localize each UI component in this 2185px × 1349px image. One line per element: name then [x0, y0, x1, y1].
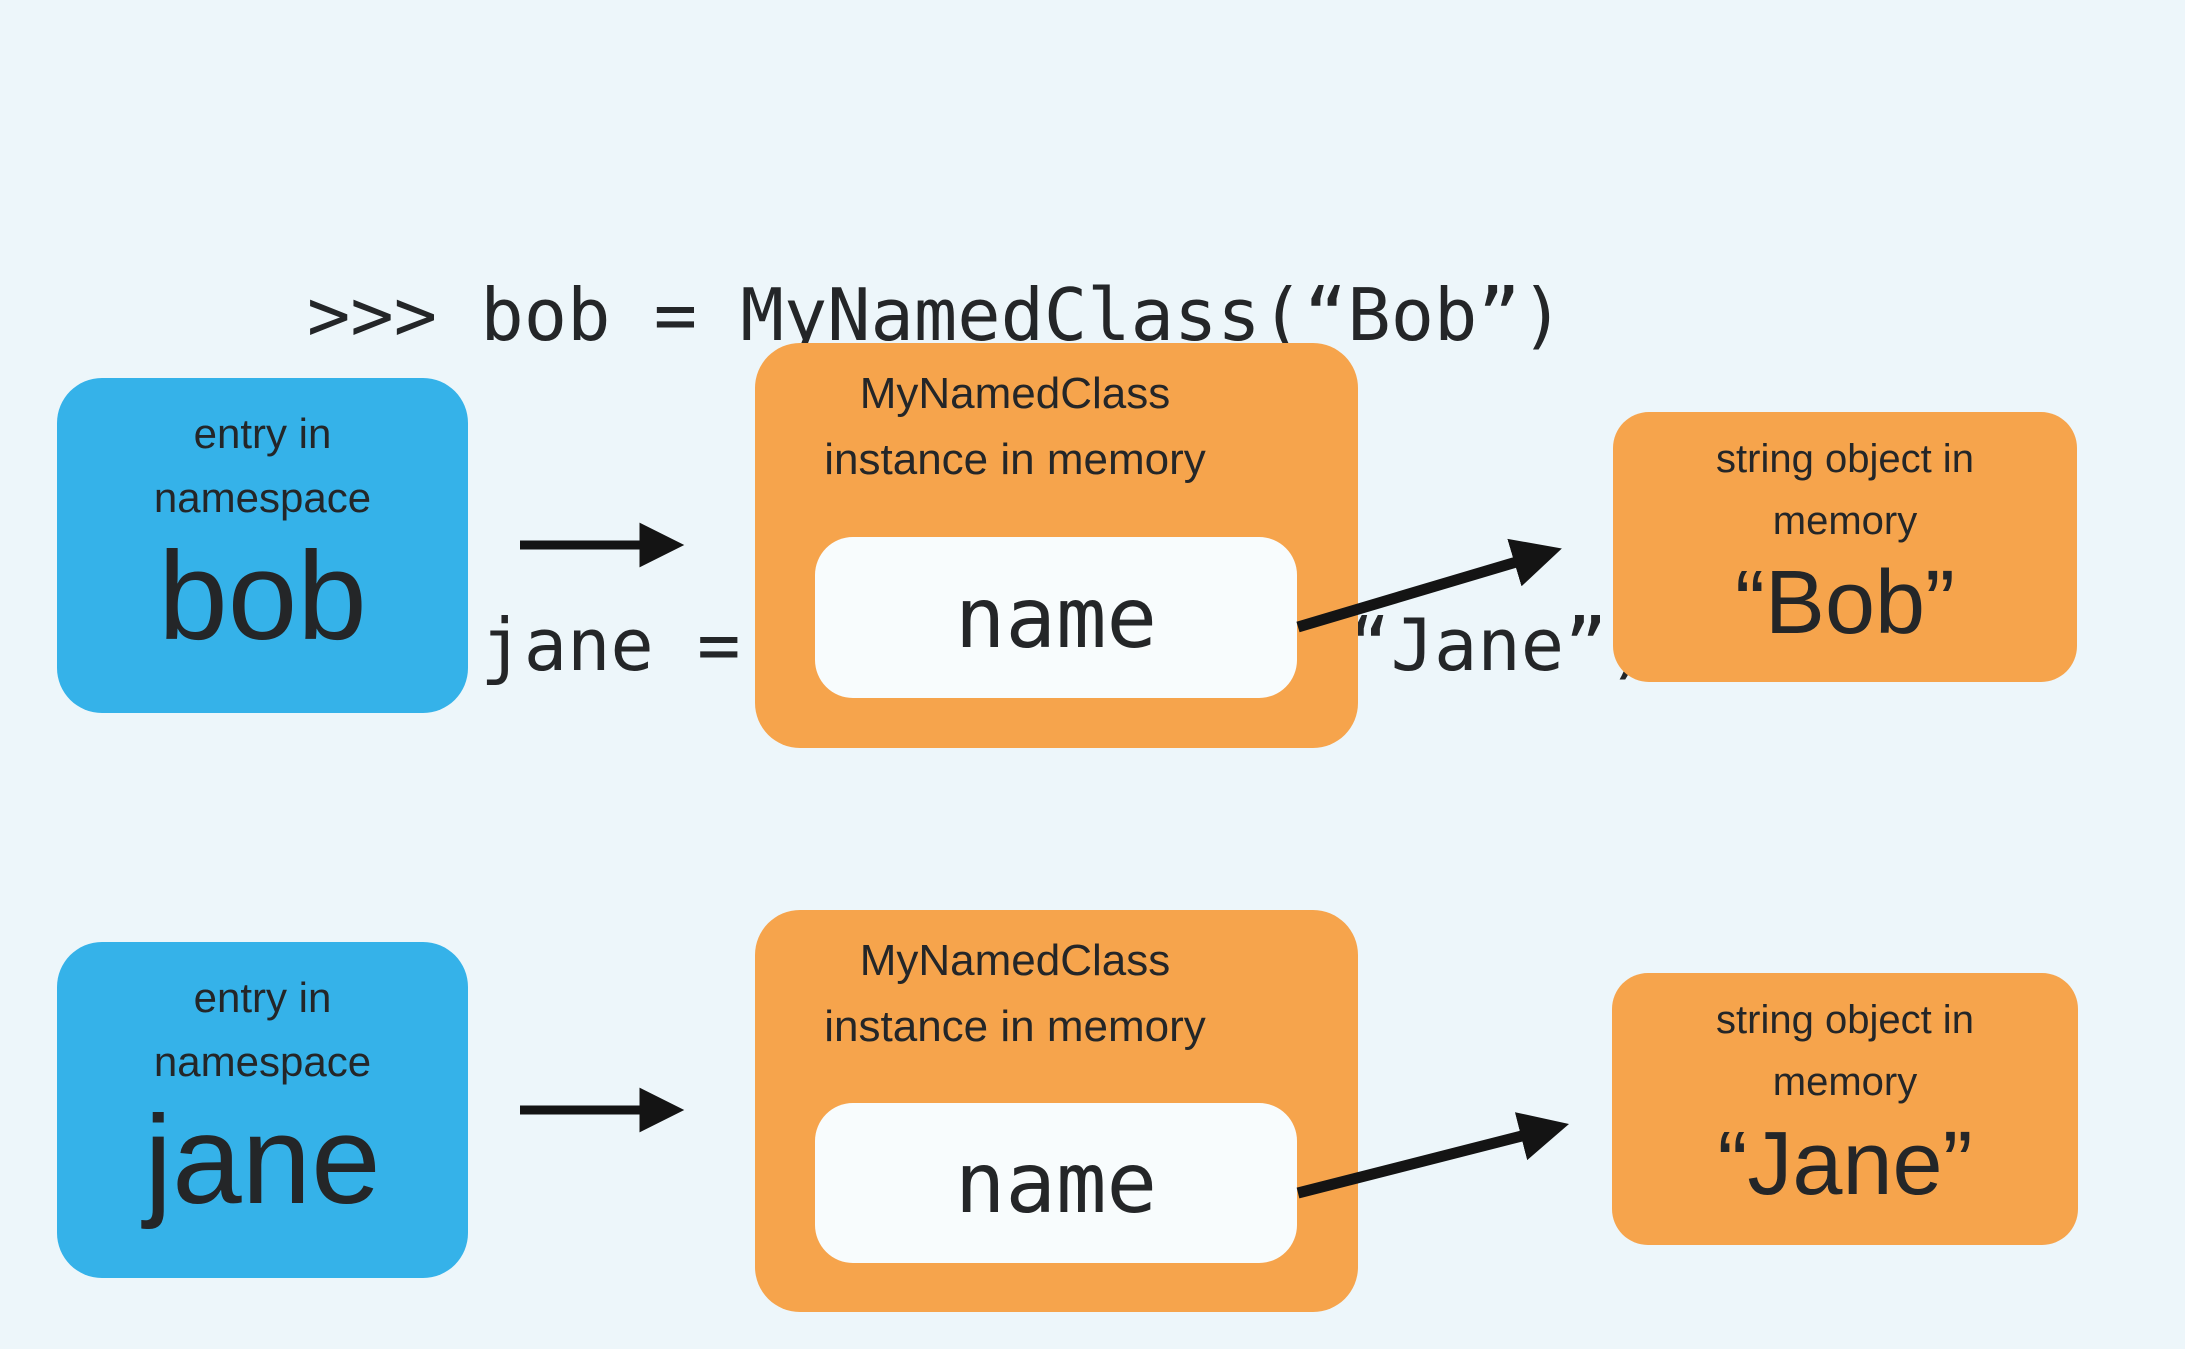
namespace-entry-name-jane: jane — [144, 1091, 381, 1230]
attribute-name-label: name — [954, 1134, 1158, 1232]
string-box-title-line1: string object in — [1716, 437, 1974, 481]
string-object-box-bob: string object in memory “Bob” — [1613, 412, 2077, 682]
attribute-slot-bob: name — [815, 537, 1297, 698]
attribute-slot-jane: name — [815, 1103, 1297, 1263]
string-value-jane: “Jane” — [1717, 1114, 1973, 1214]
instance-title-line2: instance in memory — [824, 435, 1206, 484]
namespace-entry-label-line1: entry in — [193, 974, 332, 1021]
string-box-title-line2: memory — [1772, 499, 1918, 543]
attribute-name-label: name — [954, 568, 1158, 667]
instance-title-line1: MyNamedClass — [859, 936, 1171, 985]
namespace-entry-box-jane: entry in namespace jane — [57, 942, 468, 1278]
instance-box-title: MyNamedClass instance in memory — [755, 361, 1275, 493]
arrow-right-icon — [520, 522, 685, 568]
namespace-entry-label-line1: entry in — [193, 410, 332, 457]
string-box-title-line2: memory — [1772, 1060, 1918, 1104]
arrow-right-icon — [520, 1087, 685, 1133]
instance-box-title: MyNamedClass instance in memory — [755, 928, 1275, 1060]
namespace-entry-box-bob: entry in namespace bob — [57, 378, 468, 713]
instance-box-jane: MyNamedClass instance in memory name — [755, 910, 1358, 1312]
arrow-diagonal-icon — [1296, 1112, 1569, 1199]
instance-title-line1: MyNamedClass — [859, 369, 1171, 418]
namespace-entry-label-line2: namespace — [153, 474, 372, 521]
arrow-diagonal-icon — [1296, 538, 1562, 633]
namespace-entry-name-bob: bob — [158, 527, 367, 666]
string-value-bob: “Bob” — [1734, 553, 1956, 653]
instance-box-bob: MyNamedClass instance in memory name — [755, 343, 1358, 748]
namespace-entry-label-line2: namespace — [153, 1038, 372, 1085]
instance-title-line2: instance in memory — [824, 1002, 1206, 1051]
string-object-box-jane: string object in memory “Jane” — [1612, 973, 2078, 1245]
string-box-title-line1: string object in — [1716, 998, 1974, 1042]
